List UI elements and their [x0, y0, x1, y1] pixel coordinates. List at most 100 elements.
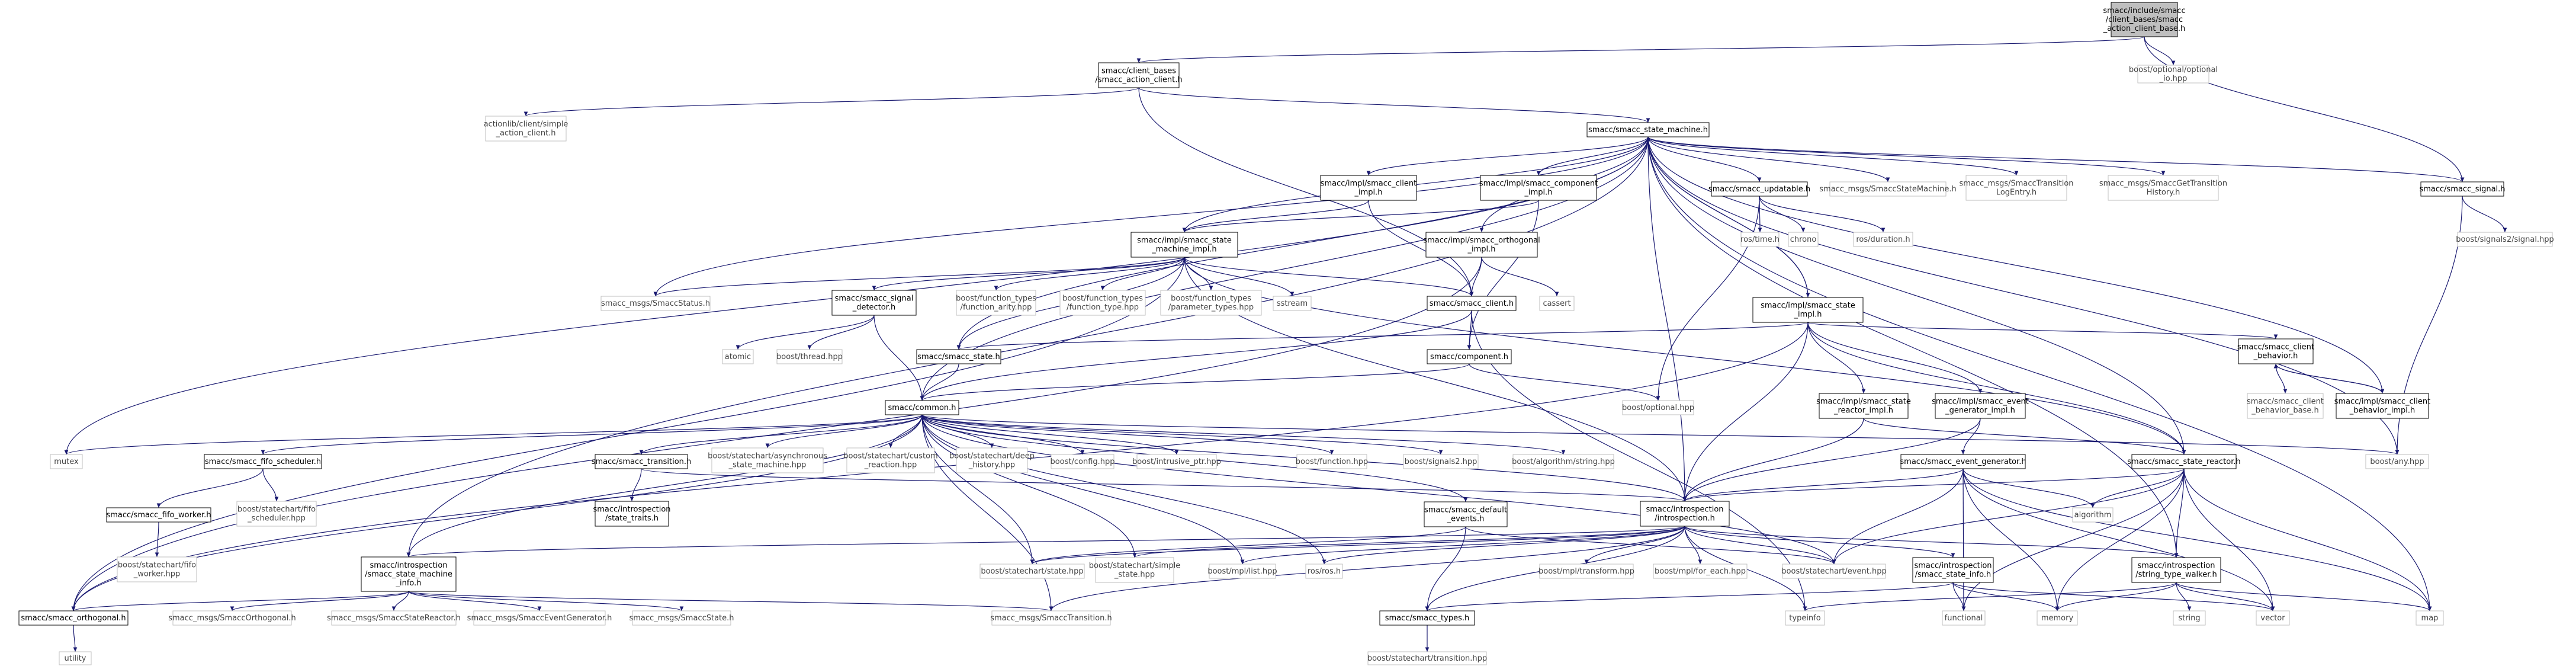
graph-node-common[interactable]: smacc/common.h [885, 400, 959, 415]
graph-node-orthogonal-impl[interactable]: smacc/impl/smacc_orthogonal_impl.h [1423, 232, 1540, 258]
graph-node-boost-function: boost/function.hpp [1296, 454, 1368, 469]
dependency-edge [653, 136, 1649, 297]
node-label-line: functional [1945, 614, 1983, 623]
dependency-edge [2462, 196, 2507, 233]
dependency-edge [71, 257, 1482, 611]
dependency-edge [1952, 582, 2275, 611]
graph-node-smacc-signal[interactable]: smacc/smacc_signal.h [2419, 181, 2506, 197]
node-label-line: _reaction.hpp [864, 461, 917, 470]
node-box [1829, 181, 1947, 197]
graph-node-signal-detector[interactable]: smacc/smacc_signal_detector.h [831, 290, 917, 316]
graph-node-fifo-worker[interactable]: smacc/smacc_fifo_worker.h [106, 507, 211, 523]
node-label-line: cassert [1543, 299, 1570, 308]
node-box [711, 447, 824, 473]
graph-node-event-gen-impl[interactable]: smacc/impl/smacc_event_generator_impl.h [1932, 393, 2029, 419]
node-box [473, 610, 606, 626]
dependency-edge [1536, 136, 1649, 176]
dependency-edge [1832, 468, 2185, 565]
node-label-line: _generator_impl.h [1945, 406, 2015, 415]
dependency-edge [1240, 526, 1685, 565]
dependency-edge [1647, 136, 2465, 182]
node-label-line: ros/duration.h [1856, 235, 1910, 244]
node-box [1785, 610, 1825, 626]
node-label-line: _info.h [395, 579, 421, 588]
dependency-edge [262, 468, 279, 502]
graph-node-state-traits[interactable]: smacc/introspection/state_traits.h [593, 501, 671, 527]
node-label-line: smacc/introspection [2137, 562, 2215, 571]
graph-node-reactor-impl[interactable]: smacc/impl/smacc_state_reactor_impl.h [1816, 393, 1911, 419]
node-box [1512, 454, 1614, 469]
dependency-edge [994, 257, 1185, 291]
dependency-edge [1684, 526, 1836, 565]
node-label-line: _scheduler.hpp [247, 514, 306, 523]
dependency-edge [1100, 257, 1185, 291]
dependency-edge [921, 414, 1334, 455]
node-box [59, 651, 92, 665]
node-box [956, 447, 1028, 473]
node-box [2137, 65, 2209, 84]
dependency-edge [407, 526, 1685, 558]
graph-node-string-type-walker[interactable]: smacc/introspection/string_type_walker.h [2131, 557, 2221, 583]
graph-node-fifo-scheduler[interactable]: smacc/smacc_fifo_scheduler.h [204, 454, 322, 469]
graph-node-transition[interactable]: smacc/smacc_transition.h [592, 454, 692, 469]
graph-node-smacc-types[interactable]: smacc/smacc_types.h [1379, 610, 1475, 626]
dependency-edges [64, 36, 2507, 652]
graph-node-root[interactable]: smacc/include/smacc/client_bases/smacc_a… [2103, 2, 2186, 37]
graph-node-state-impl[interactable]: smacc/impl/smacc_state_impl.h [1752, 297, 1864, 323]
graph-node-action-client[interactable]: smacc/client_bases/smacc_action_client.h [1095, 62, 1183, 88]
node-label-line: /function_type.hpp [1067, 303, 1139, 312]
dependency-edge [1962, 468, 2275, 611]
node-box [1425, 232, 1538, 258]
graph-node-introspection[interactable]: smacc/introspection/introspection.h [1640, 501, 1730, 527]
graph-node-client-behavior-impl[interactable]: smacc/impl/smacc_client_behavior_impl.h [2334, 393, 2431, 419]
node-box [1640, 501, 1730, 527]
graph-node-smacc-client[interactable]: smacc/smacc_client.h [1427, 296, 1517, 311]
node-label-line: boost/signals2.hpp [1405, 457, 1477, 466]
graph-node-client-impl[interactable]: smacc/impl/smacc_client_impl.h [1320, 175, 1417, 201]
node-label-line: smacc/impl/smacc_orthogonal [1423, 236, 1540, 245]
node-label-line: _impl.h [1793, 310, 1822, 319]
graph-node-state-info[interactable]: smacc/introspection/smacc_state_info.h [1912, 557, 1994, 583]
graph-node-fn-arity: boost/function_types/function_arity.hpp [956, 290, 1036, 316]
graph-node-state-reactor[interactable]: smacc/smacc_state_reactor.h [2127, 454, 2241, 469]
node-label-line: boost/statechart/transition.hpp [1367, 654, 1487, 663]
node-box [632, 610, 731, 626]
graph-node-smacc-state[interactable]: smacc/smacc_state.h [916, 349, 1001, 364]
node-label-line: /client_bases/smacc [2106, 15, 2183, 24]
graph-node-client-behavior[interactable]: smacc/smacc_client_behavior.h [2237, 338, 2314, 364]
graph-node-custom-reaction: boost/statechart/custom_reaction.hpp [843, 447, 938, 473]
graph-node-orthogonal[interactable]: smacc/smacc_orthogonal.h [18, 610, 129, 626]
node-box [1209, 563, 1276, 579]
node-label-line: smacc/impl/smacc_client [1321, 180, 1417, 188]
node-box [1273, 296, 1312, 311]
node-box [2247, 393, 2324, 419]
graph-node-ros-time: ros/time.h [1740, 232, 1780, 247]
graph-node-sm-impl[interactable]: smacc/impl/smacc_state_machine_impl.h [1130, 232, 1238, 258]
graph-node-updatable[interactable]: smacc/smacc_updatable.h [1708, 181, 1810, 197]
graph-node-sc-fifo-worker: boost/statechart/fifo_worker.hpp [117, 556, 197, 582]
node-box [1653, 563, 1748, 579]
graph-node-state-machine[interactable]: smacc/smacc_state_machine.h [1586, 122, 1710, 137]
node-label-line: _impl.h [1524, 188, 1552, 197]
graph-node-component-impl[interactable]: smacc/impl/smacc_component_impl.h [1479, 175, 1598, 201]
node-label-line: boost/any.hpp [2370, 457, 2424, 466]
graph-node-component[interactable]: smacc/component.h [1427, 349, 1512, 364]
node-box [2365, 454, 2429, 469]
graph-node-algo-string: boost/algorithm/string.hpp [1512, 454, 1615, 469]
graph-node-event-generator[interactable]: smacc/smacc_event_generator.h [1900, 454, 2026, 469]
node-label-line: smacc/smacc_orthogonal.h [21, 614, 126, 623]
graph-node-ros-h: ros/ros.h [1305, 563, 1343, 579]
node-label-line: smacc/smacc_event_generator.h [1900, 457, 2026, 466]
dependency-edge [524, 87, 1139, 117]
graph-node-simple-action-client: actionlib/client/simple_action_client.h [484, 116, 568, 142]
node-box [172, 610, 292, 626]
graph-node-default-events[interactable]: smacc/smacc_default_events.h [1424, 501, 1508, 527]
graph-node-msg-transition: smacc_msgs/SmaccTransition.h [990, 610, 1112, 626]
node-label-line: boost/statechart/custom [843, 452, 937, 461]
graph-node-sm-info[interactable]: smacc/introspection/smacc_state_machine_… [361, 556, 457, 592]
dependency-edge [1425, 526, 1466, 611]
dependency-edge [1584, 526, 1685, 565]
graph-node-msg-state: smacc_msgs/SmaccState.h [629, 610, 734, 626]
graph-node-sc-fifo-scheduler: boost/statechart/fifo_scheduler.hpp [236, 501, 317, 527]
dependency-edge [1465, 526, 1836, 565]
